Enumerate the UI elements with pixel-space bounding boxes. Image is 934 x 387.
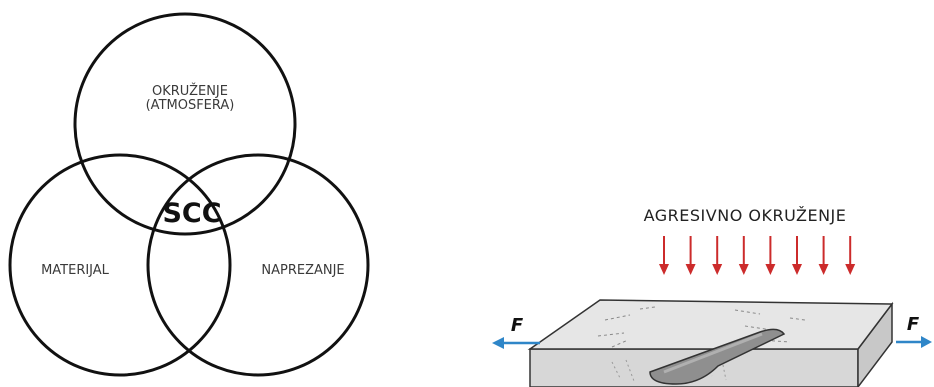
venn-diagram: OKRUŽENJE (ATMOSFERA) MATERIJAL NAPREZAN…: [8, 12, 370, 377]
right-force-arrow: [896, 336, 932, 348]
left-force-label: F: [511, 315, 524, 336]
crack-lines-left: [597, 306, 656, 348]
environment-arrow: [792, 236, 802, 275]
crack-lines-right: [734, 309, 806, 343]
crack-lines-front: [611, 359, 727, 382]
environment-arrow: [659, 236, 669, 275]
plate-top-face: [527, 299, 894, 350]
environment-arrow: [738, 236, 749, 275]
environment-arrow: [685, 236, 696, 275]
venn-circle-stress: [146, 153, 370, 377]
right-force-label: F: [907, 314, 920, 335]
aggressive-environment-label: AGRESIVNO OKRUŽENJE: [644, 206, 847, 225]
weld-bead-highlight: [663, 332, 763, 374]
environment-arrow: [845, 236, 856, 275]
environment-arrow: [765, 236, 776, 275]
weld-bead: [649, 328, 786, 385]
environment-label-line2: (ATMOSFERA): [146, 98, 235, 113]
scc-center-label: SCC: [162, 198, 221, 229]
environment-label-line1: OKRUŽENJE: [152, 83, 228, 99]
environment-arrow: [712, 236, 723, 275]
venn-circle-environment: [73, 12, 297, 236]
left-force-arrow: [492, 337, 540, 349]
environment-arrows: [659, 236, 856, 275]
material-label: MATERIJAL: [41, 263, 110, 278]
environment-arrow: [818, 236, 829, 275]
welded-plate-diagram: AGRESIVNO OKRUŽENJE F F: [492, 206, 932, 387]
stress-label: NAPREZANJE: [261, 263, 344, 278]
venn-circle-material: [8, 153, 232, 377]
